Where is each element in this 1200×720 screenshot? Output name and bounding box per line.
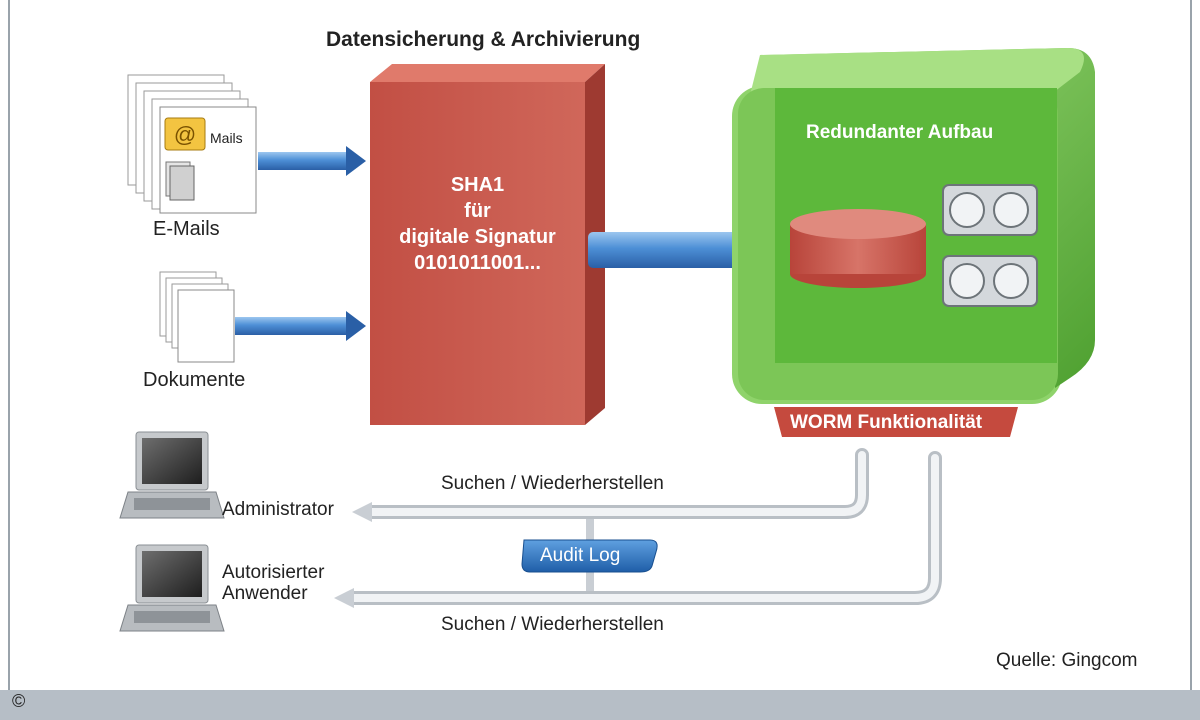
processor-line-4: 0101011001... bbox=[414, 252, 541, 274]
audit-log-badge bbox=[521, 539, 658, 573]
mail-at-icon bbox=[164, 117, 206, 151]
email-to-processor-arrow bbox=[258, 146, 366, 176]
frame-border bbox=[8, 0, 1192, 690]
search-restore-pipe-admin bbox=[352, 448, 869, 522]
source-credit: Quelle: Gingcom bbox=[996, 650, 1138, 671]
search-restore-bottom-label: Suchen / Wiederherstellen bbox=[441, 614, 664, 635]
diagram-title: Datensicherung & Archivierung bbox=[326, 28, 641, 51]
worm-label: WORM Funktionalität bbox=[790, 412, 983, 433]
processor-line-3: digitale Signatur bbox=[399, 226, 556, 248]
search-restore-pipe-user bbox=[334, 451, 942, 608]
documents-stack-icon bbox=[159, 271, 235, 363]
audit-log-label: Audit Log bbox=[540, 545, 621, 566]
emails-label: E-Mails bbox=[153, 218, 220, 240]
processor-text: SHA1 für digitale Signatur 0101011001... bbox=[370, 172, 585, 276]
authorized-user-line-1: Autorisierter bbox=[222, 562, 325, 583]
authorized-user-line-2: Anwender bbox=[222, 583, 308, 604]
worm-banner bbox=[774, 407, 1018, 437]
tape-drive-icon-bottom bbox=[942, 255, 1038, 307]
footer-bar bbox=[0, 690, 1200, 720]
storage-title: Redundanter Aufbau bbox=[806, 122, 994, 143]
email-stack-icon: @ bbox=[127, 74, 257, 214]
documents-to-processor-arrow bbox=[235, 311, 366, 341]
svg-text:@: @ bbox=[174, 122, 196, 147]
search-restore-top-label: Suchen / Wiederherstellen bbox=[441, 473, 664, 494]
tape-drive-icon-top bbox=[942, 184, 1038, 236]
diagram-svg: @ bbox=[119, 48, 1095, 632]
processor-line-1: SHA1 bbox=[450, 174, 505, 196]
authorized-user-label: Autorisierter Anwender bbox=[222, 562, 324, 604]
authorized-user-laptop-icon bbox=[119, 544, 225, 632]
database-cylinder-icon bbox=[790, 209, 926, 288]
processor-line-2: für bbox=[464, 200, 491, 222]
administrator-label: Administrator bbox=[222, 499, 334, 520]
copyright-icon: © bbox=[12, 691, 26, 711]
administrator-laptop-icon bbox=[119, 431, 225, 519]
mails-tag-label: Mails bbox=[210, 130, 243, 146]
documents-label: Dokumente bbox=[143, 369, 246, 391]
